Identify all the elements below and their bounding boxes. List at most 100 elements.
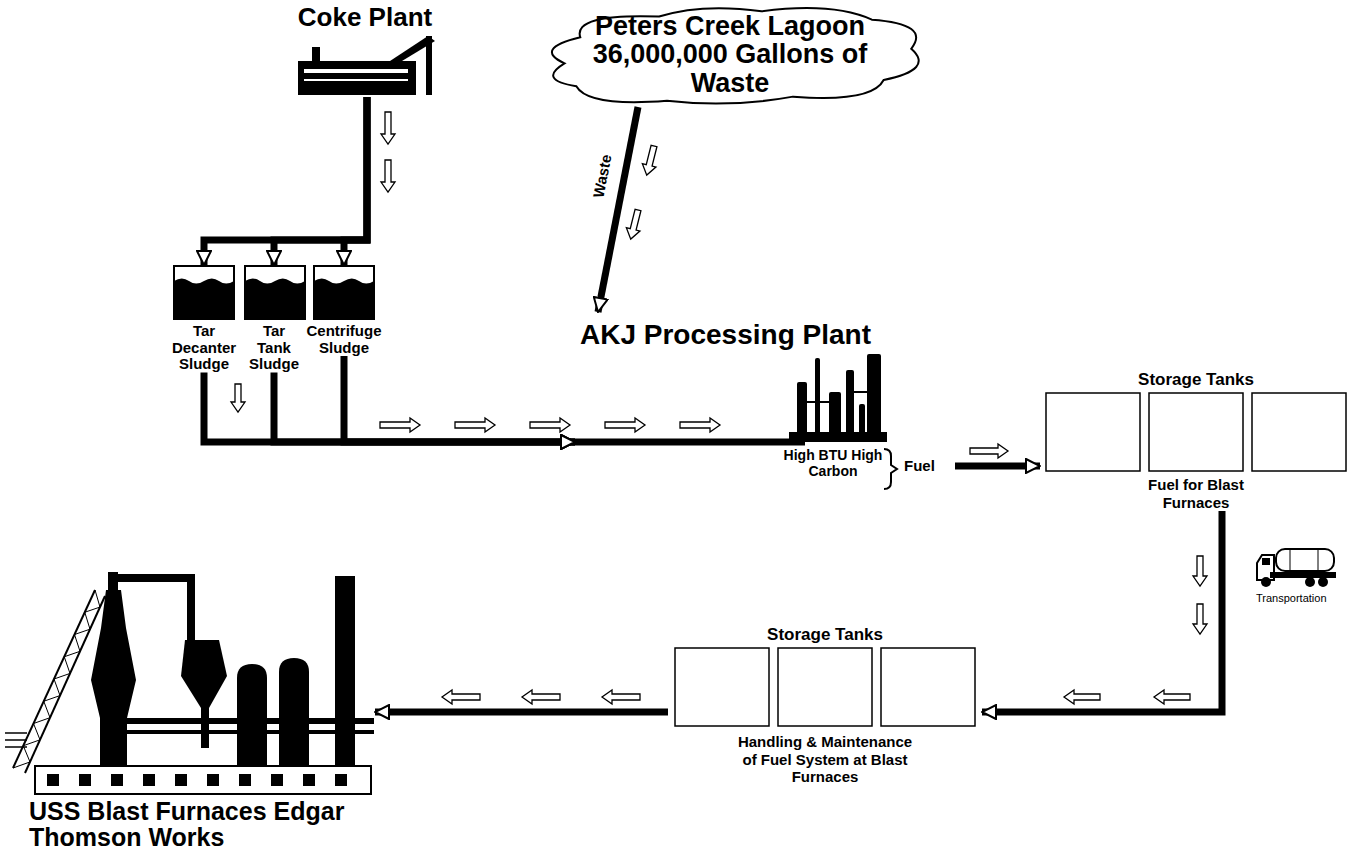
flow-arrows — [231, 112, 1207, 704]
dust-catcher — [181, 640, 227, 708]
hot-blast-stove — [279, 658, 309, 768]
process-column — [815, 358, 820, 442]
tank-picture — [244, 265, 306, 320]
flow-connector — [204, 373, 575, 443]
squares-picture — [668, 647, 982, 727]
cast-house-window — [175, 774, 187, 786]
flow-connector — [274, 373, 575, 443]
sludge-tank: Tar Decanter Sludge — [169, 265, 239, 373]
storage-tank — [778, 648, 872, 726]
squares-picture — [1040, 392, 1352, 472]
vehicle-label: Transportation — [1256, 592, 1327, 604]
flow-connector — [344, 356, 575, 442]
flow-connector — [982, 511, 1222, 712]
sludge-tank: Tar Tank Sludge — [244, 265, 304, 373]
flow-arrow — [605, 418, 645, 432]
plant-node: Coke Plant — [290, 3, 440, 97]
dust-catcher-leg — [201, 708, 209, 748]
refinery-picture — [575, 352, 955, 444]
edge-label: Waste — [589, 151, 615, 201]
refinery-group — [789, 354, 887, 442]
tank-group — [174, 266, 234, 319]
flow-connector — [955, 463, 1040, 470]
bracket-label: Fuel — [904, 457, 935, 474]
cast-house-window — [335, 774, 347, 786]
flow-arrow — [381, 160, 395, 192]
node-title: AKJ Processing Plant — [580, 318, 955, 352]
tank-group — [314, 266, 374, 319]
storage-tank — [1046, 393, 1140, 471]
cast-house — [35, 766, 371, 794]
illustration — [169, 265, 239, 320]
storage-group: Storage TanksFuel for Blast Furnaces — [1040, 370, 1352, 511]
flow-arrow — [1193, 604, 1207, 634]
coke-tower — [426, 36, 432, 95]
flow-arrow — [602, 690, 640, 704]
illustration — [668, 647, 982, 727]
node-title: Storage Tanks — [1040, 370, 1352, 390]
coke-group — [298, 36, 435, 95]
flow-arrow — [522, 690, 560, 704]
cast-house-window — [79, 774, 91, 786]
truck-wheel — [1305, 577, 1315, 587]
truck-tank-seam — [1290, 549, 1291, 571]
cast-house-window — [271, 774, 283, 786]
hoist-truss — [13, 590, 100, 768]
feed-line — [5, 739, 27, 741]
cast-house-window — [239, 774, 251, 786]
plant-pipe — [807, 401, 829, 403]
squares-group — [675, 648, 975, 726]
process-column — [846, 370, 854, 442]
sludge-tank: Centrifuge Sludge — [304, 265, 384, 356]
node-title: Tar Decanter Sludge — [169, 323, 239, 373]
plant-base — [789, 432, 887, 442]
truck-wheel — [1318, 577, 1328, 587]
illustration — [3, 568, 375, 796]
node-title: USS Blast Furnaces Edgar Thomson Works — [29, 798, 349, 851]
downcomer-pipe — [113, 578, 191, 640]
flow-arrow — [680, 418, 720, 432]
storage-tank — [1252, 393, 1346, 471]
coke-stack — [312, 47, 320, 61]
cast-house-window — [111, 774, 123, 786]
flow-arrow — [1193, 556, 1207, 586]
illustration — [290, 33, 440, 97]
node-caption: Handling & Maintenance of Fuel System at… — [730, 733, 920, 785]
flow-connector — [598, 107, 638, 312]
connectors — [204, 97, 1222, 712]
flow-arrow — [624, 208, 645, 240]
flow-arrow — [231, 384, 245, 412]
battery-band — [304, 79, 408, 81]
tank-outline — [245, 266, 305, 319]
flow-connector — [274, 97, 367, 265]
feed-line — [5, 732, 27, 734]
node-title: Storage Tanks — [668, 625, 982, 645]
truck-tank — [1276, 549, 1334, 571]
flow-connector — [344, 97, 367, 265]
flow-arrow — [380, 418, 420, 432]
illustration — [244, 265, 304, 320]
cast-house-window — [47, 774, 59, 786]
node-title: Centrifuge Sludge — [304, 323, 384, 356]
truck-window — [1262, 558, 1270, 565]
tank-outline — [314, 266, 374, 319]
cast-house-window — [143, 774, 155, 786]
stove-stack — [335, 576, 355, 768]
node-title: Coke Plant — [290, 3, 440, 33]
tank-group — [245, 266, 305, 319]
feed-line — [5, 746, 27, 748]
blast-furnace — [91, 590, 136, 768]
cloud-outline — [552, 8, 919, 104]
flow-arrow — [1154, 690, 1190, 704]
tank-sludge — [174, 279, 234, 320]
tank-picture — [173, 265, 235, 320]
tank-picture — [313, 265, 375, 320]
process-column — [867, 354, 881, 442]
flow-arrow — [455, 418, 495, 432]
battery-band — [304, 69, 408, 73]
truck-chassis — [1270, 572, 1336, 578]
coke-picture — [290, 33, 440, 97]
flow-connector — [204, 97, 367, 265]
storage-tank — [881, 648, 975, 726]
hot-blast-stove — [237, 664, 267, 768]
